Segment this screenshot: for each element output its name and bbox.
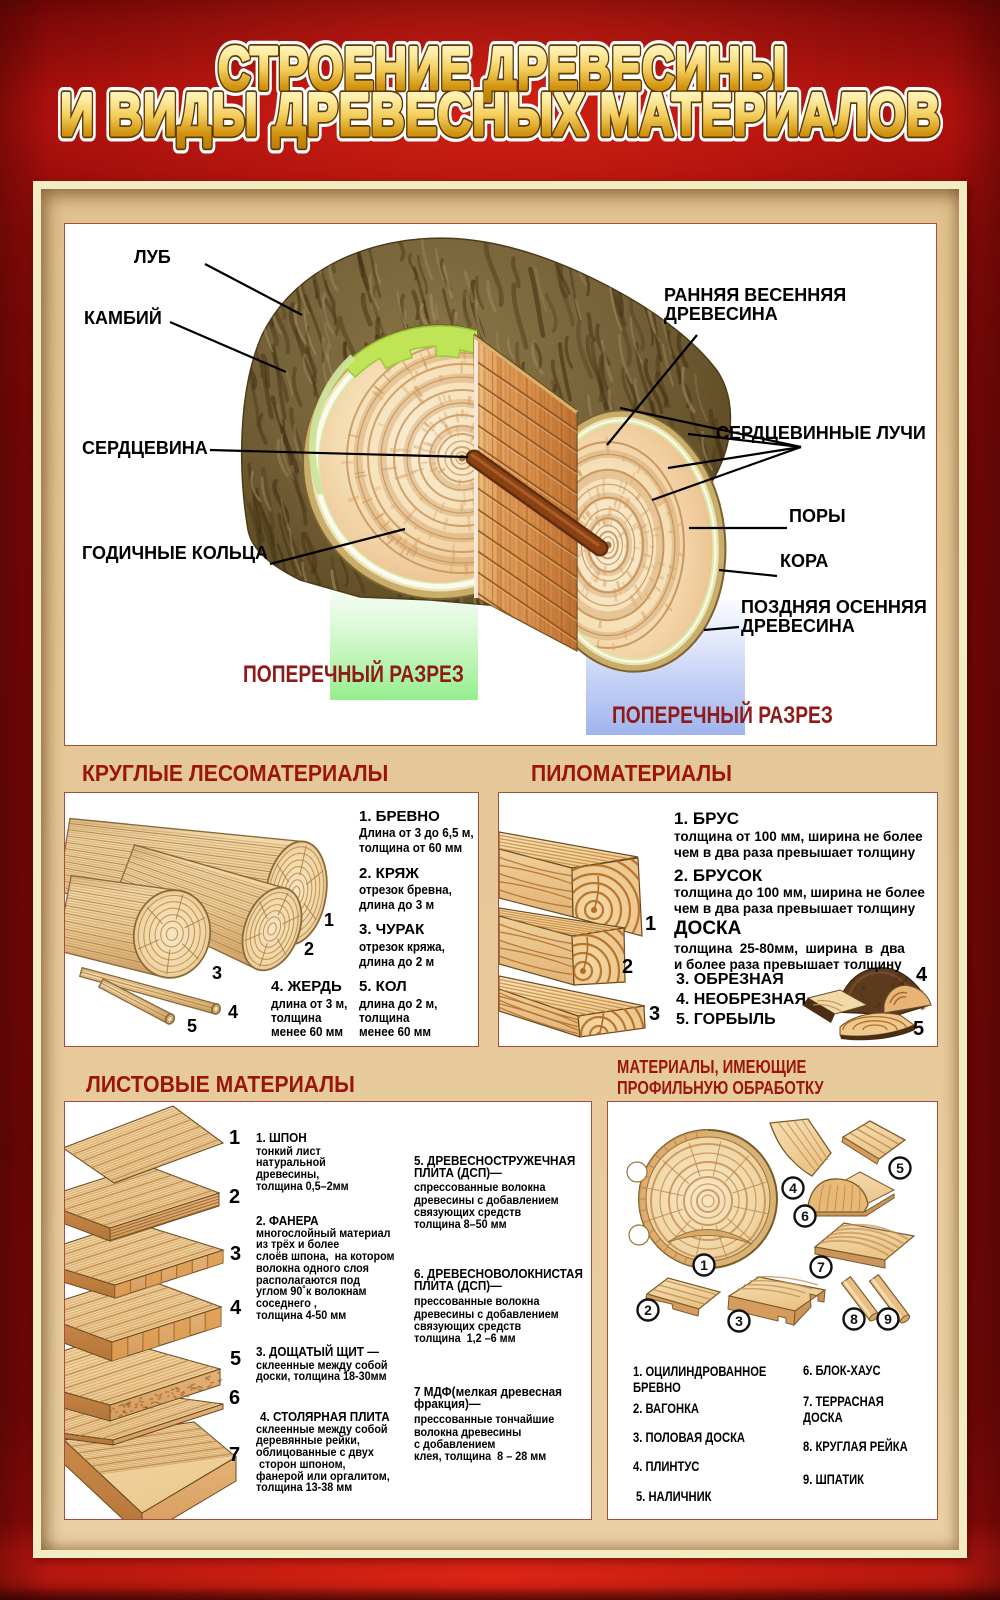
svg-text:2: 2 <box>644 1302 652 1318</box>
svg-text:1: 1 <box>700 1257 708 1273</box>
svg-text:4: 4 <box>789 1180 797 1196</box>
svg-text:6: 6 <box>801 1208 809 1224</box>
svg-text:5: 5 <box>896 1160 904 1176</box>
svg-text:И ВИДЫ ДРЕВЕСНЫХ МАТЕРИАЛОВ: И ВИДЫ ДРЕВЕСНЫХ МАТЕРИАЛОВ <box>60 81 941 148</box>
svg-text:9: 9 <box>884 1311 892 1327</box>
svg-text:СТРОЕНИЕ ДРЕВЕСИНЫ: СТРОЕНИЕ ДРЕВЕСИНЫ <box>218 35 786 102</box>
svg-text:8: 8 <box>850 1311 858 1327</box>
svg-text:И ВИДЫ ДРЕВЕСНЫХ МАТЕРИАЛОВ: И ВИДЫ ДРЕВЕСНЫХ МАТЕРИАЛОВ <box>60 81 941 148</box>
svg-text:7: 7 <box>817 1259 825 1275</box>
svg-text:И ВИДЫ ДРЕВЕСНЫХ МАТЕРИАЛОВ: И ВИДЫ ДРЕВЕСНЫХ МАТЕРИАЛОВ <box>60 81 941 148</box>
svg-text:СТРОЕНИЕ ДРЕВЕСИНЫ: СТРОЕНИЕ ДРЕВЕСИНЫ <box>218 35 786 102</box>
svg-text:СТРОЕНИЕ ДРЕВЕСИНЫ: СТРОЕНИЕ ДРЕВЕСИНЫ <box>222 40 790 107</box>
svg-text:СТРОЕНИЕ ДРЕВЕСИНЫ: СТРОЕНИЕ ДРЕВЕСИНЫ <box>218 35 786 102</box>
svg-text:И ВИДЫ ДРЕВЕСНЫХ МАТЕРИАЛОВ: И ВИДЫ ДРЕВЕСНЫХ МАТЕРИАЛОВ <box>64 86 945 153</box>
svg-text:3: 3 <box>735 1313 743 1329</box>
